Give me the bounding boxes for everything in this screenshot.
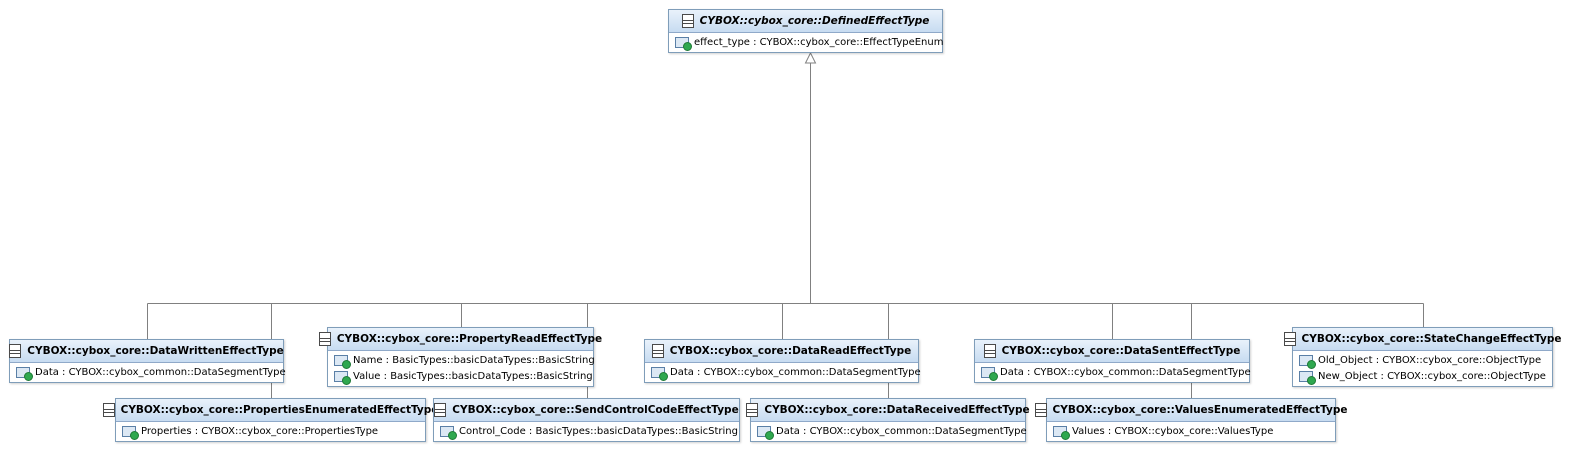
public-attribute-icon [651,366,668,381]
attribute-text: effect_type : CYBOX::cybox_core::EffectT… [694,36,944,48]
attribute-row[interactable]: Name : BasicTypes::basicDataTypes::Basic… [328,352,595,369]
attribute-row[interactable]: Value : BasicTypes::basicDataTypes::Basi… [328,368,593,385]
class-header: CYBOX::cybox_core::ValuesEnumeratedEffec… [1034,399,1347,422]
class-name: CYBOX::cybox_core::SendControlCodeEffect… [452,404,739,416]
public-attribute-icon [440,425,457,440]
class-name: CYBOX::cybox_core::DataReadEffectType [669,345,912,357]
attribute-row[interactable]: Properties : CYBOX::cybox_core::Properti… [116,423,425,440]
attribute-row[interactable]: Data : CYBOX::cybox_common::DataSegmentT… [751,423,1027,440]
attribute-text: Control_Code : BasicTypes::basicDataType… [459,425,738,437]
attribute-row[interactable]: Data : CYBOX::cybox_common::DataSegmentT… [975,364,1251,381]
public-attribute-icon [334,370,351,385]
class-property-read-effect-type[interactable]: CYBOX::cybox_core::PropertyReadEffectTyp… [318,327,602,387]
attribute-compartment: Data : CYBOX::cybox_common::DataSegmentT… [645,363,921,382]
attribute-text: Old_Object : CYBOX::cybox_core::ObjectTy… [1318,354,1542,366]
public-attribute-icon [757,425,774,440]
attribute-row[interactable]: Data : CYBOX::cybox_common::DataSegmentT… [645,364,921,381]
attribute-compartment: Data : CYBOX::cybox_common::DataSegmentT… [10,363,286,382]
attribute-text: Data : CYBOX::cybox_common::DataSegmentT… [1000,366,1251,378]
generalization-arrowhead [804,51,817,64]
class-data-received-effect-type[interactable]: CYBOX::cybox_core::DataReceivedEffectTyp… [746,398,1030,442]
attribute-compartment: effect_type : CYBOX::cybox_core::EffectT… [669,33,944,52]
attribute-compartment: Old_Object : CYBOX::cybox_core::ObjectTy… [1293,351,1552,386]
class-state-change-effect-type[interactable]: CYBOX::cybox_core::StateChangeEffectType… [1283,327,1561,387]
attribute-text: New_Object : CYBOX::cybox_core::ObjectTy… [1318,370,1546,382]
class-icon [651,344,664,358]
class-icon [983,344,996,358]
class-values-enumerated-effect-type[interactable]: CYBOX::cybox_core::ValuesEnumeratedEffec… [1034,398,1347,442]
public-attribute-icon [1299,370,1316,385]
attribute-text: Properties : CYBOX::cybox_core::Properti… [141,425,379,437]
attribute-text: Data : CYBOX::cybox_common::DataSegmentT… [670,366,921,378]
class-header: CYBOX::cybox_core::DataReadEffectType [645,340,918,363]
public-attribute-icon [122,425,139,440]
class-send-control-code-effect-type[interactable]: CYBOX::cybox_core::SendControlCodeEffect… [433,398,740,442]
attribute-text: Data : CYBOX::cybox_common::DataSegmentT… [776,425,1027,437]
public-attribute-icon [1053,425,1070,440]
attribute-text: Data : CYBOX::cybox_common::DataSegmentT… [35,366,286,378]
attribute-compartment: Data : CYBOX::cybox_common::DataSegmentT… [751,422,1027,441]
attribute-row[interactable]: effect_type : CYBOX::cybox_core::EffectT… [669,34,944,51]
class-icon [1034,403,1047,417]
class-header: CYBOX::cybox_core::DataWrittenEffectType [9,340,284,363]
attribute-row[interactable]: Data : CYBOX::cybox_common::DataSegmentT… [10,364,286,381]
class-name: CYBOX::cybox_core::DataSentEffectType [1001,345,1241,357]
class-header: CYBOX::cybox_core::StateChangeEffectType [1283,328,1561,351]
attribute-row[interactable]: New_Object : CYBOX::cybox_core::ObjectTy… [1293,368,1552,385]
class-icon [1283,332,1296,346]
attribute-compartment: Data : CYBOX::cybox_common::DataSegmentT… [975,363,1251,382]
class-name: CYBOX::cybox_core::PropertiesEnumeratedE… [120,404,439,416]
class-header: CYBOX::cybox_core::DataReceivedEffectTyp… [746,399,1030,422]
class-name: CYBOX::cybox_core::ValuesEnumeratedEffec… [1052,404,1348,416]
public-attribute-icon [16,366,33,381]
attribute-row[interactable]: Values : CYBOX::cybox_core::ValuesType [1047,423,1335,440]
attribute-row[interactable]: Control_Code : BasicTypes::basicDataType… [434,423,739,440]
class-header: CYBOX::cybox_core::SendControlCodeEffect… [434,399,739,422]
public-attribute-icon [981,366,998,381]
class-icon [681,14,694,28]
attribute-compartment: Values : CYBOX::cybox_core::ValuesType [1047,422,1335,441]
public-attribute-icon [675,36,692,51]
class-name: CYBOX::cybox_core::StateChangeEffectType [1301,333,1562,345]
class-icon [434,403,447,417]
public-attribute-icon [1299,354,1316,369]
class-icon [102,403,115,417]
class-icon [9,344,22,358]
attribute-text: Values : CYBOX::cybox_core::ValuesType [1072,425,1274,437]
attribute-text: Name : BasicTypes::basicDataTypes::Basic… [353,354,595,366]
attribute-compartment: Properties : CYBOX::cybox_core::Properti… [116,422,425,441]
class-icon [318,332,331,346]
attribute-text: Value : BasicTypes::basicDataTypes::Basi… [353,370,593,382]
class-name: CYBOX::cybox_core::DataWrittenEffectType [27,345,284,357]
attribute-compartment: Name : BasicTypes::basicDataTypes::Basic… [328,351,595,386]
class-properties-enumerated-effect-type[interactable]: CYBOX::cybox_core::PropertiesEnumeratedE… [102,398,438,442]
class-data-written-effect-type[interactable]: CYBOX::cybox_core::DataWrittenEffectType… [9,339,286,383]
attribute-row[interactable]: Old_Object : CYBOX::cybox_core::ObjectTy… [1293,352,1552,369]
class-header: CYBOX::cybox_core::PropertiesEnumeratedE… [102,399,438,422]
attribute-compartment: Control_Code : BasicTypes::basicDataType… [434,422,739,441]
class-name: CYBOX::cybox_core::DefinedEffectType [699,15,930,27]
class-header: CYBOX::cybox_core::PropertyReadEffectTyp… [318,328,602,351]
class-icon [746,403,759,417]
class-name: CYBOX::cybox_core::DataReceivedEffectTyp… [764,404,1030,416]
class-name: CYBOX::cybox_core::PropertyReadEffectTyp… [336,333,603,345]
public-attribute-icon [334,354,351,369]
class-header: CYBOX::cybox_core::DataSentEffectType [975,340,1249,363]
class-header: CYBOX::cybox_core::DefinedEffectType [669,10,942,33]
